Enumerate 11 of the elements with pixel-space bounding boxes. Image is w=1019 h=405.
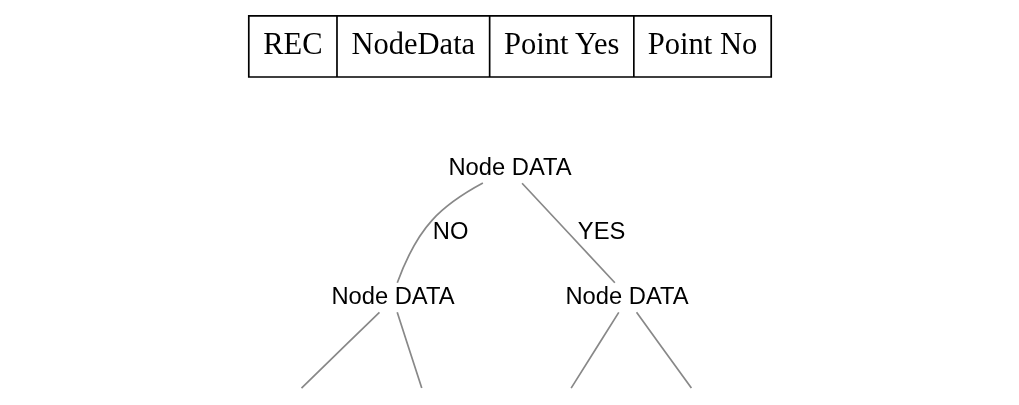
node-text: Node DATA (330, 282, 455, 309)
node-text: Node DATA (564, 282, 689, 309)
connector (569, 311, 620, 389)
node-text: Node DATA (447, 153, 572, 180)
connector (395, 182, 484, 284)
connector (300, 311, 380, 389)
connector (395, 311, 423, 389)
connector (520, 182, 616, 284)
connector (635, 311, 692, 389)
edge-label: NO (432, 218, 468, 245)
edge-label: YES (577, 218, 625, 245)
